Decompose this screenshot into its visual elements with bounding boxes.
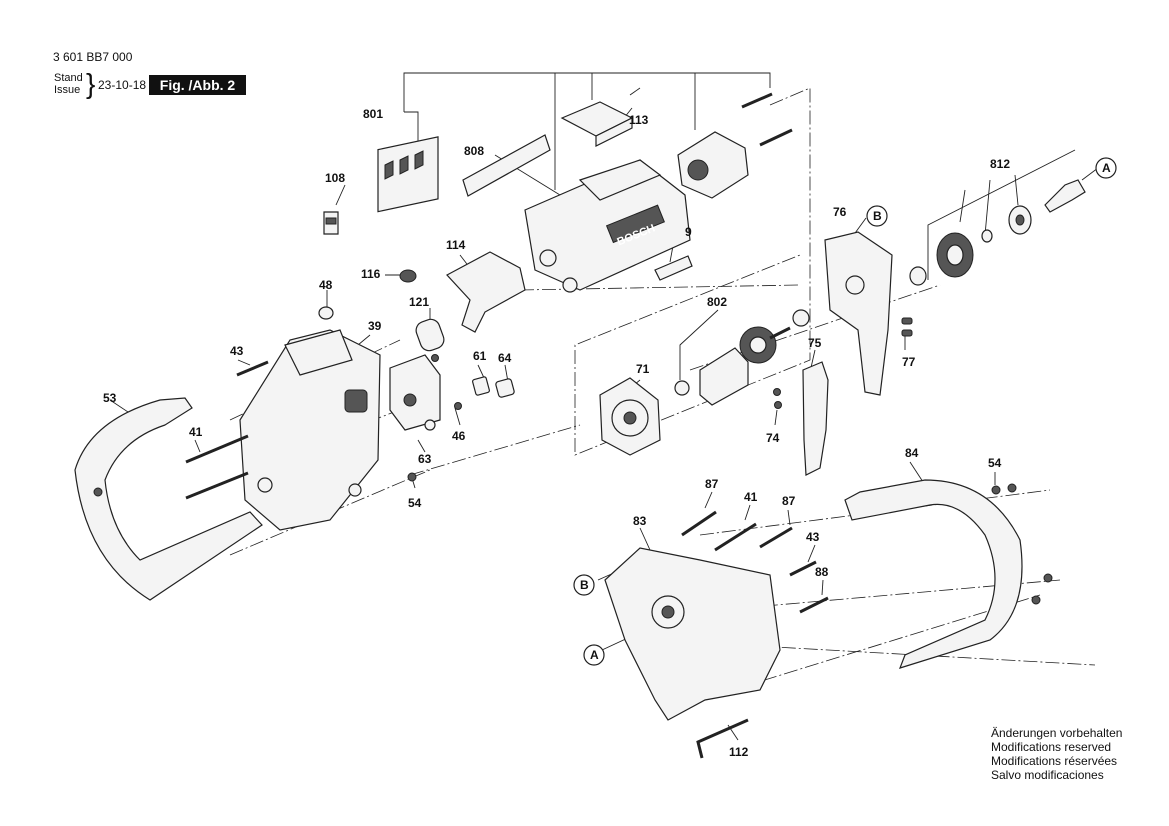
seals [472, 376, 515, 398]
label-812: 812 [990, 157, 1010, 171]
motor-housing: BOSCH [524, 159, 691, 293]
lower-screws [681, 510, 829, 614]
hex-key [696, 718, 749, 759]
ref-circles: A B B A [573, 157, 1117, 666]
label-802: 802 [707, 295, 727, 309]
clips [901, 317, 913, 337]
gearbox-plate [824, 231, 893, 396]
issue-date: 23-10-18 [98, 78, 147, 92]
label-54-right: 54 [988, 456, 1002, 470]
ref-marker-b-top: B [873, 209, 882, 223]
side-cover-left [74, 397, 263, 601]
bushing [415, 318, 445, 352]
label-84: 84 [905, 446, 919, 460]
switch-module [323, 136, 439, 235]
gear-housing [239, 329, 381, 531]
notice-en: Modifications reserved [991, 740, 1112, 754]
label-41-right: 41 [744, 490, 758, 504]
document-number: 3 601 BB7 000 [53, 50, 133, 64]
notice-de: Änderungen vorbehalten [991, 726, 1123, 740]
label-114: 114 [446, 238, 466, 252]
blade-guide [802, 361, 829, 476]
notice-es: Salvo modificaciones [991, 768, 1104, 782]
cover-plate [446, 251, 526, 333]
label-63: 63 [418, 452, 432, 466]
figure-label: Fig. /Abb. 2 [149, 75, 246, 95]
top-screws [741, 92, 793, 147]
label-39: 39 [368, 319, 382, 333]
label-9: 9 [685, 225, 692, 239]
group-bracket-801 [403, 72, 771, 150]
part-labels: 801 808 108 113 812 76 9 114 116 121 48 … [103, 107, 1010, 759]
brush-plate [389, 354, 441, 431]
label-808: 808 [464, 144, 484, 158]
ref-marker-a-top: A [1102, 161, 1111, 175]
label-88: 88 [815, 565, 829, 579]
label-87-left: 87 [705, 477, 719, 491]
label-41-left: 41 [189, 425, 203, 439]
leader-lines [109, 73, 1099, 741]
lower-housing [604, 547, 781, 721]
label-112: 112 [729, 745, 749, 759]
label-121: 121 [409, 295, 429, 309]
label-76: 76 [833, 205, 847, 219]
label-48: 48 [319, 278, 333, 292]
label-87-right: 87 [782, 494, 796, 508]
label-plate [654, 255, 693, 281]
label-43-left: 43 [230, 344, 244, 358]
label-71: 71 [636, 362, 650, 376]
armature [674, 309, 810, 406]
label-75: 75 [808, 336, 822, 350]
label-64: 64 [498, 351, 512, 365]
gear-set [909, 179, 1086, 286]
stand-label: Stand [54, 72, 83, 84]
screws-54-right [991, 483, 1053, 605]
ref-marker-a-bottom: A [590, 648, 599, 662]
small-screws [185, 354, 462, 500]
brace-glyph: } [86, 68, 96, 99]
label-113: 113 [629, 113, 649, 127]
notice-fr: Modifications réservées [991, 754, 1118, 768]
label-61: 61 [473, 349, 487, 363]
ref-marker-b-bottom: B [580, 578, 589, 592]
label-sheet [462, 134, 551, 197]
label-43-right: 43 [806, 530, 820, 544]
cap [318, 306, 334, 320]
label-54-left: 54 [408, 496, 422, 510]
label-116: 116 [361, 267, 381, 281]
label-46: 46 [452, 429, 466, 443]
label-108: 108 [325, 171, 345, 185]
label-801: 801 [363, 107, 383, 121]
bearing-plate [599, 377, 661, 456]
modifications-notice: Änderungen vorbehalten Modifications res… [991, 726, 1122, 782]
housing-top [560, 87, 641, 147]
label-74: 74 [766, 431, 780, 445]
label-77: 77 [902, 355, 916, 369]
side-cover-right [844, 479, 1023, 669]
issue-label: Issue [54, 84, 81, 96]
label-53: 53 [103, 391, 117, 405]
screws-74 [773, 388, 782, 409]
nut [399, 269, 417, 283]
stator [677, 131, 749, 199]
stand-issue-label: Stand Issue [54, 72, 83, 96]
label-83: 83 [633, 514, 647, 528]
